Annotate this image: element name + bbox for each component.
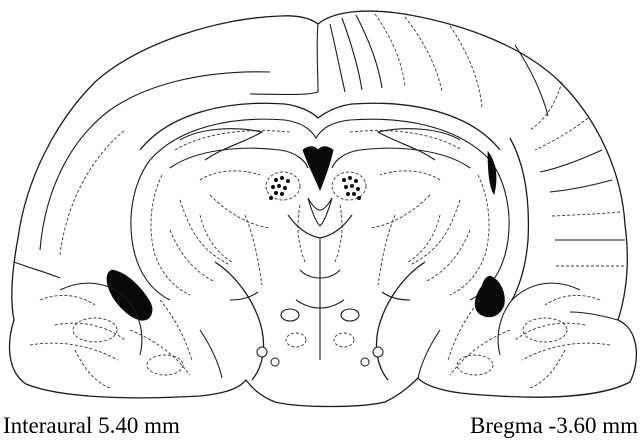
small-nucleus-right-2 xyxy=(361,358,369,366)
corpus-callosum xyxy=(140,103,500,150)
hippocampus-lateral-left-layer xyxy=(151,175,190,295)
caption-bregma: Bregma -3.60 mm xyxy=(470,411,638,441)
hippocampus-lateral-right-layer xyxy=(450,175,489,295)
midline-fissure xyxy=(317,24,318,92)
left-cortex-layer xyxy=(60,130,125,255)
peduncle-inner-left xyxy=(230,292,258,300)
small-nucleus-left-2 xyxy=(271,358,279,366)
right-cortex-inner xyxy=(510,138,528,300)
third-ventricle-dorsal xyxy=(303,147,333,190)
lateral-ventricle-right-inferior xyxy=(475,276,504,317)
aqueduct-region xyxy=(308,198,332,226)
hippocampus-inner-left xyxy=(170,148,308,168)
thalamic-nucleus-right xyxy=(332,172,366,200)
dentate-gyrus-left xyxy=(180,129,262,160)
left-cortex-inner xyxy=(40,72,270,250)
hippocampus-lateral-left xyxy=(131,160,170,300)
lateral-ventricle-right xyxy=(488,152,496,194)
right-rhinal-boundary xyxy=(570,312,618,320)
interpeduncular-right xyxy=(341,309,359,321)
small-nucleus-right-1 xyxy=(373,347,383,357)
ventral-temporal-right xyxy=(418,283,610,388)
caption-interaural: Interaural 5.40 mm xyxy=(3,411,180,441)
left-rhinal-boundary xyxy=(14,262,60,278)
hippocampus-layer-1 xyxy=(175,131,290,150)
small-nucleus-left-1 xyxy=(257,347,267,357)
ventral-nucleus-left xyxy=(286,333,306,347)
cortex-segment-lines xyxy=(330,14,625,266)
ventral-nucleus-right xyxy=(334,333,354,347)
hippocampus-inner-right xyxy=(332,148,470,168)
thalamic-nucleus-left xyxy=(266,172,300,200)
cerebral-peduncle-right xyxy=(376,262,425,380)
cerebral-peduncle-left xyxy=(215,262,264,380)
dorsal-midline-left xyxy=(250,92,318,95)
peduncle-inner-right xyxy=(382,292,410,300)
interpeduncular-left xyxy=(281,309,299,321)
dentate-gyrus-right xyxy=(378,129,460,160)
